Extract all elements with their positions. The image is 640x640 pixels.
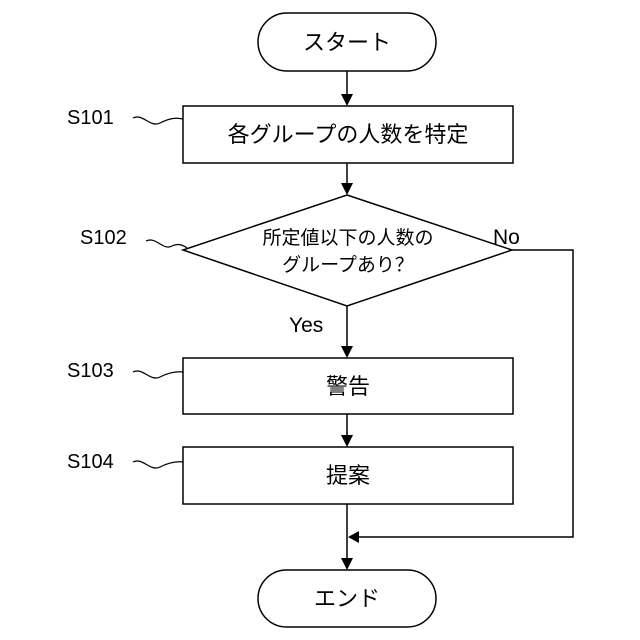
decision-s102: 所定値以下の人数の グループあり？ bbox=[183, 195, 512, 306]
leader-s104 bbox=[133, 461, 183, 468]
start-terminal: スタート bbox=[258, 13, 436, 71]
decision-s102-label-line1: 所定値以下の人数の bbox=[262, 227, 433, 249]
process-s101-label: 各グループの人数を特定 bbox=[228, 123, 469, 148]
arrowhead-s104 bbox=[341, 435, 353, 447]
process-s104: 提案 bbox=[183, 447, 513, 504]
end-terminal: エンド bbox=[258, 570, 436, 627]
arrowhead-no-merge bbox=[348, 531, 359, 543]
step-id-s101: S101 bbox=[67, 107, 114, 129]
step-id-s102: S102 bbox=[80, 227, 127, 249]
branch-no-label: No bbox=[493, 226, 520, 249]
leader-s101 bbox=[133, 117, 183, 124]
step-id-s104: S104 bbox=[67, 451, 114, 473]
arrowhead-end bbox=[341, 558, 353, 570]
step-id-s103: S103 bbox=[67, 360, 114, 382]
decision-s102-shape bbox=[183, 195, 512, 306]
arrowhead-s103 bbox=[341, 346, 353, 358]
process-s104-label: 提案 bbox=[326, 464, 370, 489]
branch-yes-label: Yes bbox=[289, 314, 323, 337]
leader-s102 bbox=[146, 240, 187, 248]
process-s103-label: 警告 bbox=[326, 375, 370, 400]
process-s103: 警告 bbox=[183, 358, 513, 414]
process-s101: 各グループの人数を特定 bbox=[183, 106, 513, 163]
decision-s102-label-line2: グループあり？ bbox=[282, 254, 414, 276]
arrowhead-s102 bbox=[341, 183, 353, 195]
end-terminal-label: エンド bbox=[314, 587, 380, 612]
start-terminal-label: スタート bbox=[303, 31, 391, 56]
leader-s103 bbox=[133, 371, 183, 378]
arrowhead-s101 bbox=[341, 94, 353, 106]
